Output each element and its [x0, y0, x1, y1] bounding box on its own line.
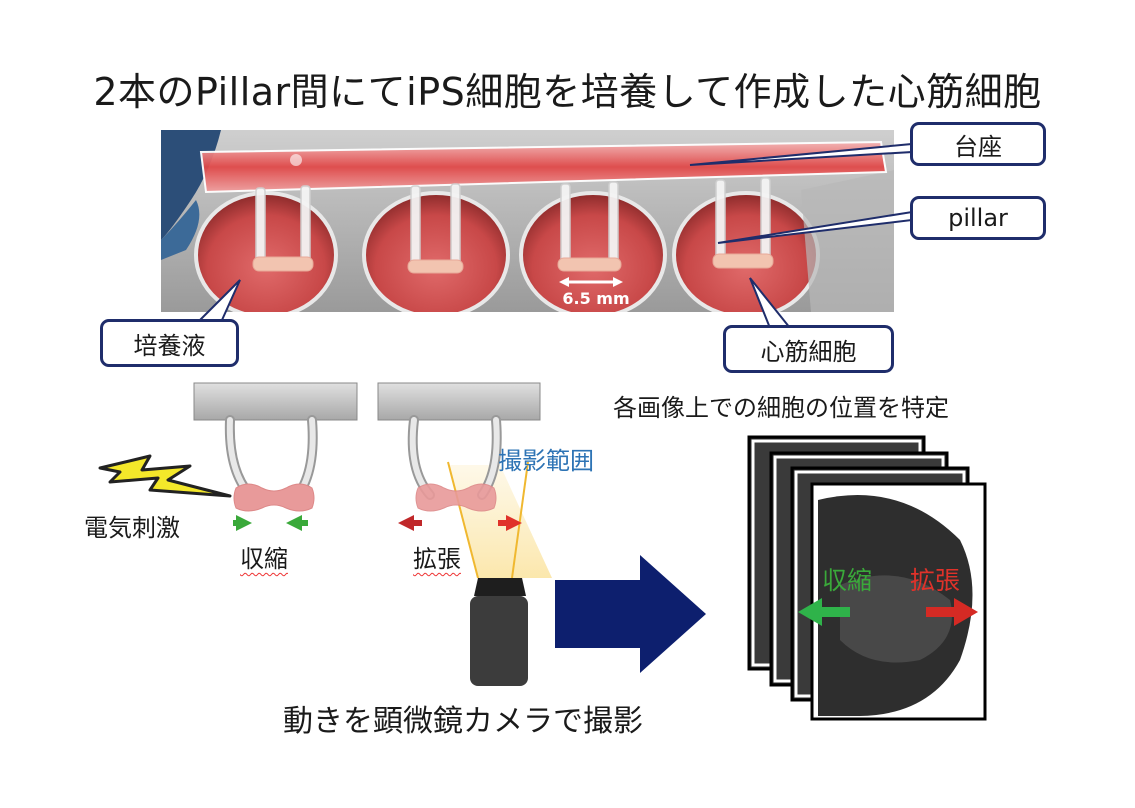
callout-pillar: pillar [910, 196, 1046, 240]
expansion-label: 拡張 [413, 545, 461, 573]
page-title: 2本のPillar間にてiPS細胞を培養して作成した心筋細胞 [93, 70, 1042, 114]
imaging-range-label: 撮影範囲 [498, 447, 594, 475]
scale-bar: 6.5 mm [559, 277, 630, 308]
frame-expansion-label: 拡張 [910, 566, 961, 595]
image-frame-stack [747, 435, 987, 721]
culture-wells [194, 170, 894, 312]
tissues-in-wells [252, 253, 774, 274]
scale-label: 6.5 mm [562, 289, 629, 308]
lightning-icon [98, 454, 232, 498]
camera-caption: 動きを顕微鏡カメラで撮影 [283, 704, 643, 739]
frame-contraction-label: 収縮 [822, 566, 873, 595]
callout-base: 台座 [910, 122, 1046, 166]
stimulus-label: 電気刺激 [84, 514, 180, 542]
process-arrow-icon [555, 555, 706, 673]
callout-medium: 培養液 [100, 319, 239, 367]
contraction-unit [193, 382, 358, 531]
contraction-label: 収縮 [240, 545, 288, 573]
callout-cardiomyocyte: 心筋細胞 [723, 325, 894, 373]
expansion-unit [377, 382, 552, 579]
position-caption: 各画像上での細胞の位置を特定 [613, 394, 949, 422]
microscope-camera-icon [470, 578, 528, 686]
